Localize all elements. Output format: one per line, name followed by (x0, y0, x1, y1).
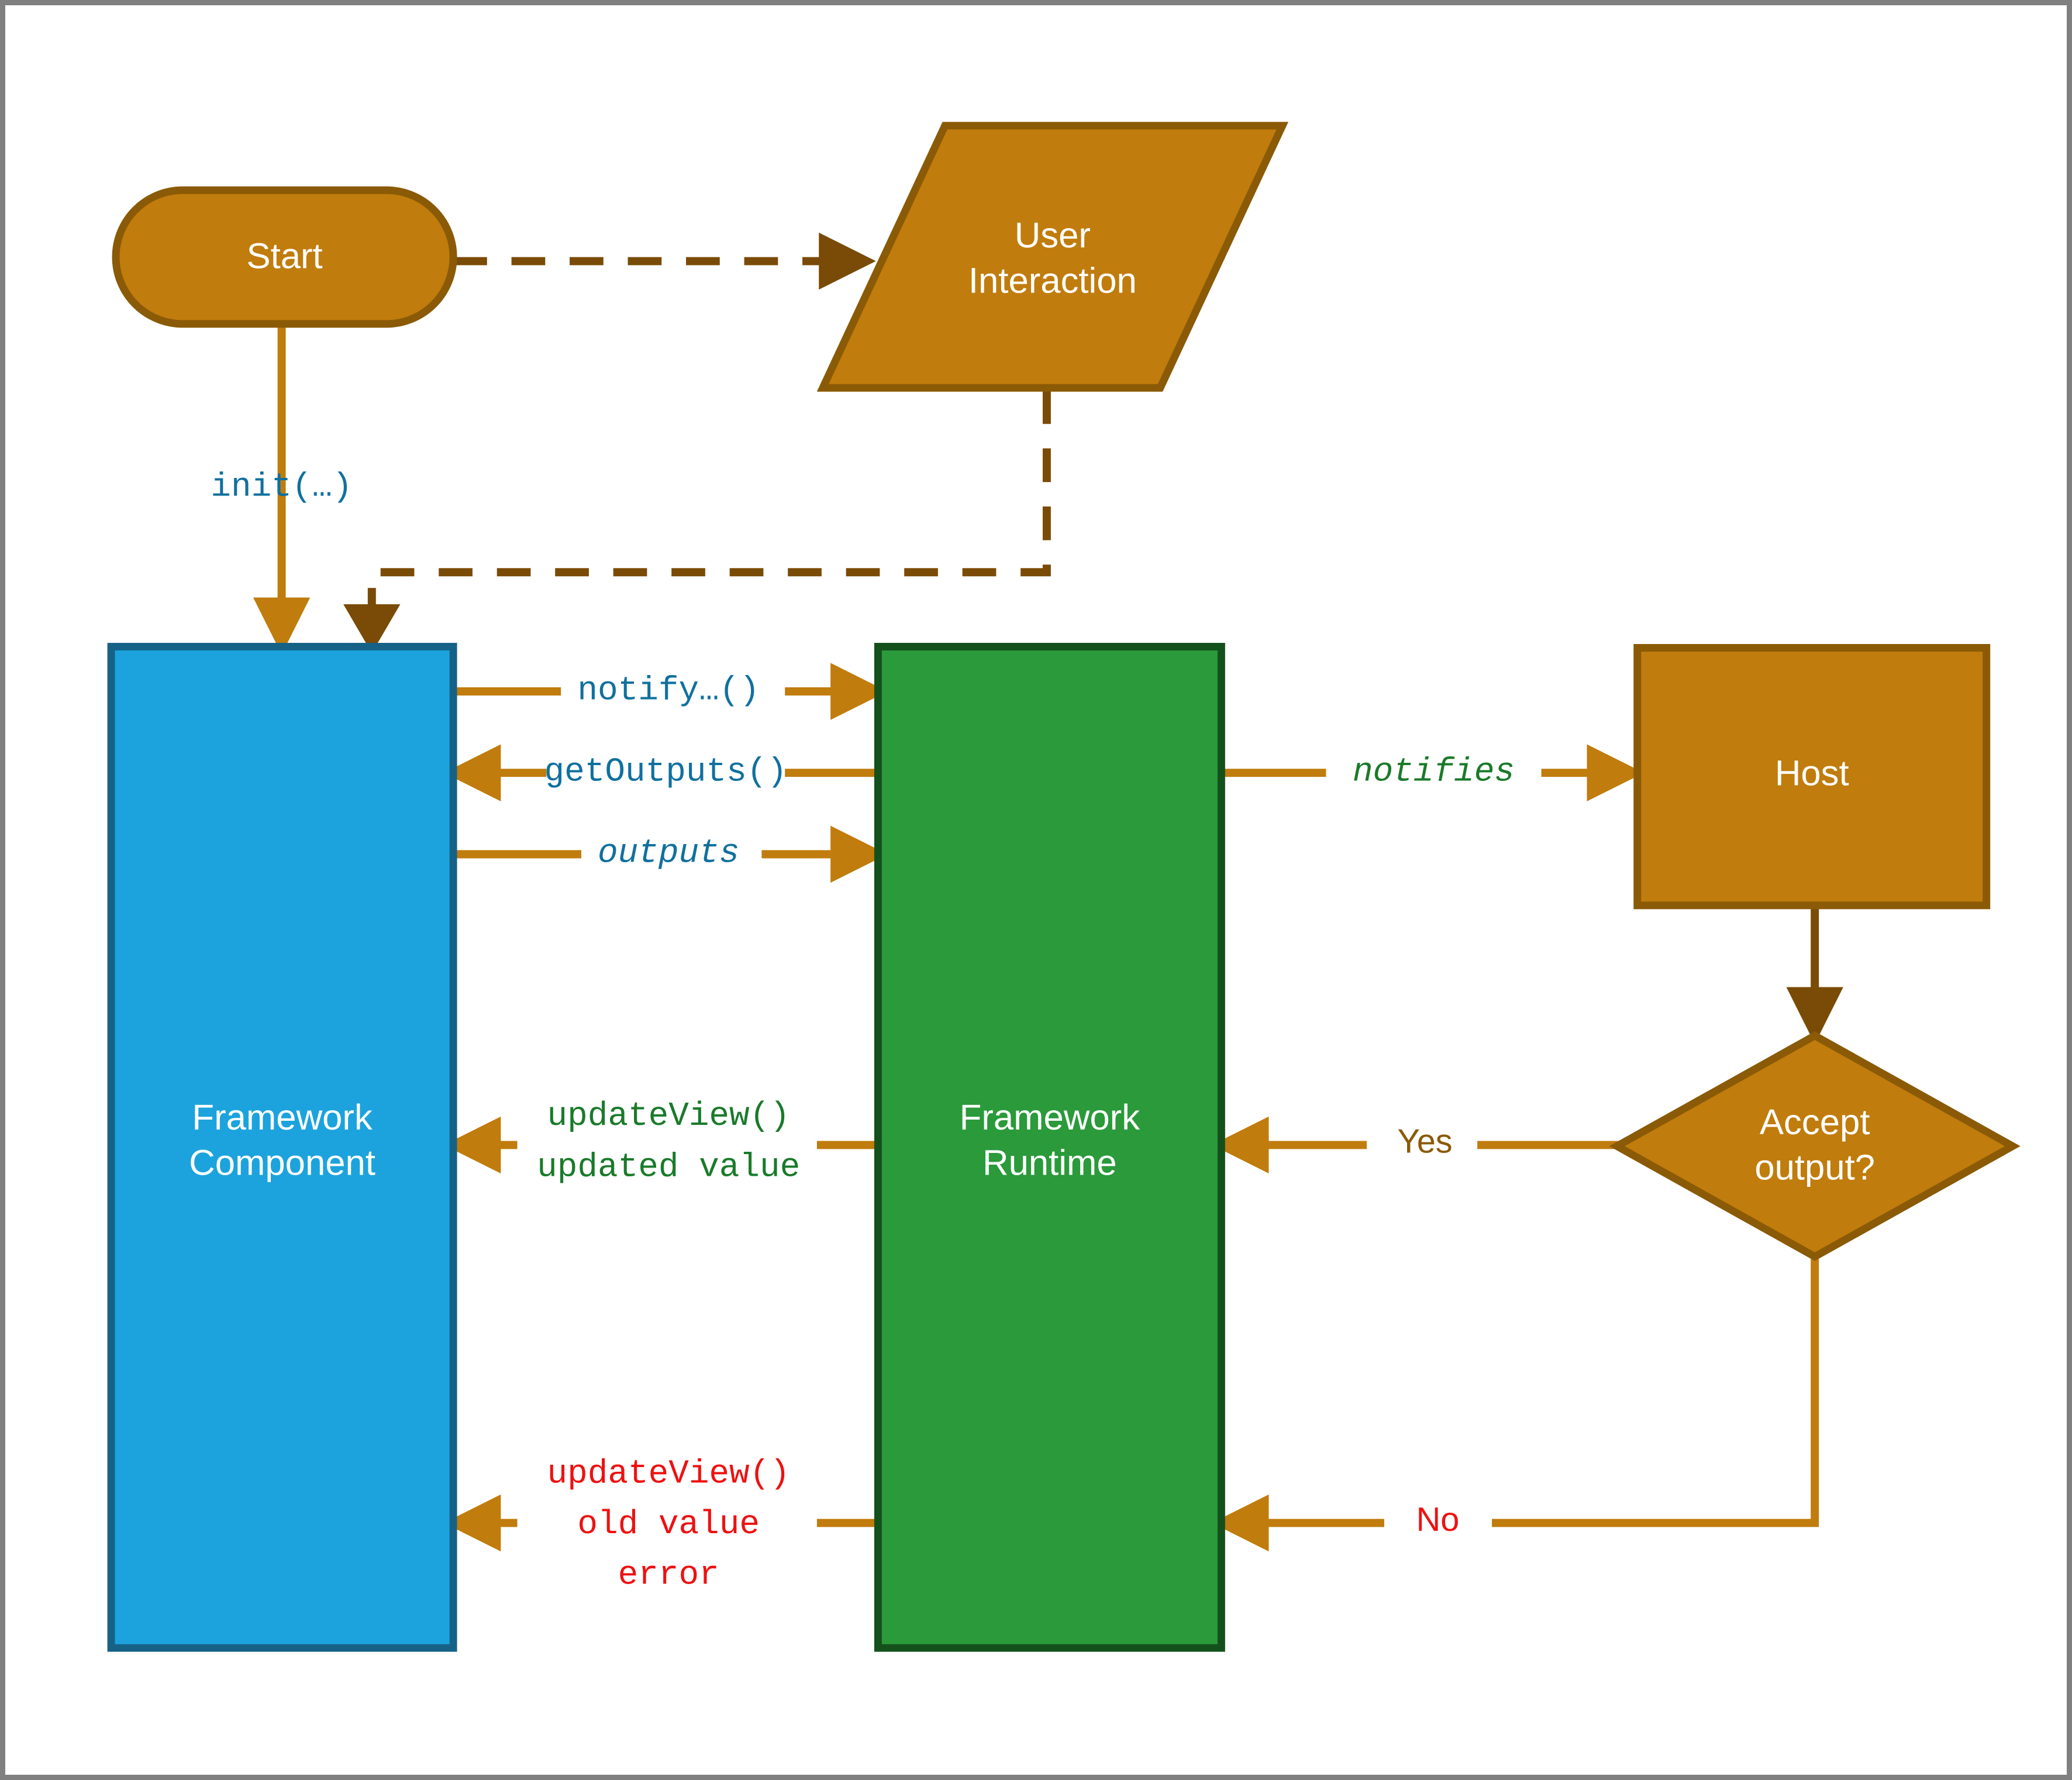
edge-runtime-to-component-getoutputs: getOutputs() (443, 744, 878, 801)
node-accept-output-shape[interactable] (1609, 1031, 2021, 1261)
node-user-interaction-shape[interactable] (816, 122, 1288, 392)
node-framework-runtime-shape[interactable] (874, 643, 1225, 1652)
node-host-label: Host (1775, 753, 1849, 793)
edge-label-error-line2: old value (577, 1506, 760, 1544)
node-accept-output-label-line1: Accept (1760, 1102, 1870, 1142)
node-host-shape[interactable] (1633, 644, 1991, 910)
edge-label-updateview-line2: updated value (537, 1148, 800, 1186)
edge-accept-no-to-runtime: No (1212, 1258, 1819, 1552)
edge-runtime-to-component-error: updateView() old value error (443, 1455, 878, 1594)
node-host[interactable]: Host (1633, 644, 1991, 910)
edge-user-interaction-to-framework-component (343, 390, 1051, 653)
edge-component-to-runtime-outputs: outputs (453, 825, 888, 883)
node-user-interaction-label-line1: User (1015, 215, 1091, 256)
node-user-interaction-label-line2: Interaction (968, 260, 1137, 301)
node-start-label: Start (246, 236, 322, 277)
node-framework-component[interactable]: Framework Component (107, 643, 457, 1652)
edge-label-notify: notify…() (577, 672, 760, 710)
edge-label-notifies: notifies (1353, 753, 1515, 791)
node-framework-runtime[interactable]: Framework Runtime (874, 643, 1225, 1652)
edge-runtime-to-host-notifies: notifies (1221, 744, 1645, 801)
node-accept-output-label-line2: output? (1754, 1147, 1875, 1187)
edge-label-error-line1: updateView() (547, 1455, 790, 1493)
edge-accept-yes-to-runtime: Yes (1212, 1116, 1649, 1174)
node-start-shape[interactable] (112, 186, 457, 328)
edge-label-error-line3: error (618, 1556, 719, 1594)
flowchart-canvas: init(…) notify…() getOutputs() outputs (107, 122, 2021, 1652)
node-framework-runtime-label-line1: Framework (960, 1097, 1140, 1138)
node-framework-component-label-line1: Framework (192, 1097, 373, 1138)
node-framework-component-shape[interactable] (107, 643, 457, 1652)
node-framework-component-label-line2: Component (189, 1142, 375, 1183)
node-accept-output[interactable]: Accept output? (1609, 1031, 2021, 1261)
edge-start-to-framework-component: init(…) (211, 319, 353, 655)
edge-label-updateview-line1: updateView() (547, 1097, 790, 1135)
edge-label-getoutputs: getOutputs() (544, 753, 787, 791)
edge-label-init: init(…) (211, 468, 352, 506)
edge-label-yes: Yes (1398, 1123, 1453, 1161)
edge-component-to-runtime-notify: notify…() (453, 663, 888, 720)
edge-label-no: No (1416, 1501, 1460, 1538)
edge-label-outputs: outputs (598, 835, 739, 873)
node-user-interaction[interactable]: User Interaction (816, 122, 1288, 392)
node-framework-runtime-label-line2: Runtime (982, 1142, 1117, 1183)
node-start[interactable]: Start (112, 186, 457, 328)
edge-runtime-to-component-updateview: updateView() updated value (443, 1097, 878, 1186)
